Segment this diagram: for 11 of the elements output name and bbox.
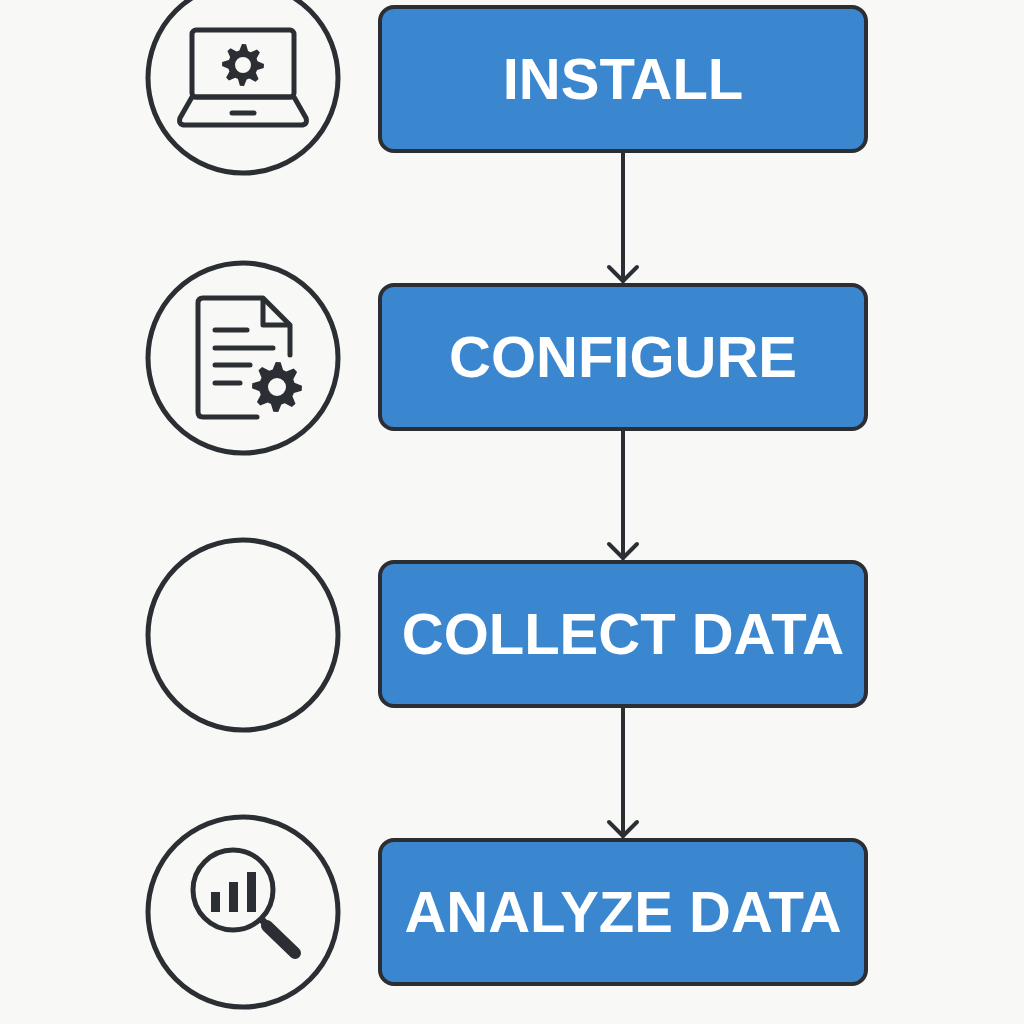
arrow — [607, 151, 639, 283]
arrow — [607, 706, 639, 838]
process-box — [378, 838, 868, 986]
process-box — [378, 560, 868, 708]
step-label: ANALYZE DATA — [404, 878, 842, 946]
step-label: INSTALL — [502, 45, 744, 113]
step-label: CONFIGURE — [449, 323, 797, 391]
process-box — [378, 5, 868, 153]
arrow — [607, 429, 639, 560]
step-label: COLLECT DATA — [401, 600, 845, 668]
process-box — [378, 283, 868, 431]
